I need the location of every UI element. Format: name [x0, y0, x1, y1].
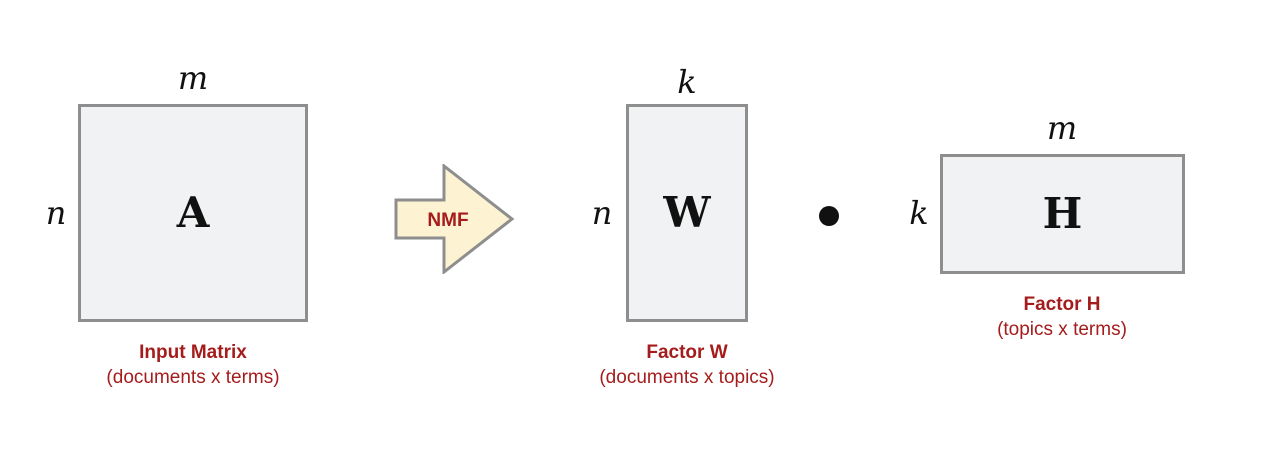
- matrix-a-caption-title: Input Matrix: [139, 342, 247, 363]
- matrix-a-rows-label: n: [45, 194, 67, 232]
- matrix-h-cols-label: m: [1046, 109, 1078, 147]
- matrix-h-caption: Factor H (topics x terms): [997, 292, 1127, 342]
- matrix-a-caption-subtitle: (documents x terms): [106, 367, 280, 388]
- matrix-h-caption-subtitle: (topics x terms): [997, 319, 1127, 340]
- matrix-h-rows-label: k: [909, 194, 929, 232]
- matrix-w-caption-subtitle: (documents x topics): [599, 367, 775, 388]
- matrix-w: W: [626, 104, 748, 322]
- matrix-h: H: [940, 154, 1185, 274]
- matrix-w-cols-label: k: [677, 63, 697, 101]
- nmf-arrow-label: NMF: [427, 210, 468, 231]
- nmf-arrow-shape: [394, 164, 515, 274]
- matrix-a: A: [78, 104, 308, 322]
- matrix-w-letter: W: [663, 188, 711, 237]
- matrix-a-cols-label: m: [177, 59, 209, 97]
- matrix-w-rows-label: n: [591, 194, 613, 232]
- matrix-h-caption-title: Factor H: [1023, 294, 1101, 315]
- matrix-h-letter: H: [1042, 189, 1083, 238]
- nmf-arrow-icon: NMF: [394, 164, 515, 274]
- matrix-a-caption: Input Matrix (documents x terms): [106, 340, 279, 390]
- matrix-w-caption: Factor W (documents x topics): [599, 340, 774, 390]
- matrix-w-caption-title: Factor W: [646, 342, 728, 363]
- dot-product-icon: [819, 206, 839, 226]
- matrix-a-letter: A: [176, 188, 210, 237]
